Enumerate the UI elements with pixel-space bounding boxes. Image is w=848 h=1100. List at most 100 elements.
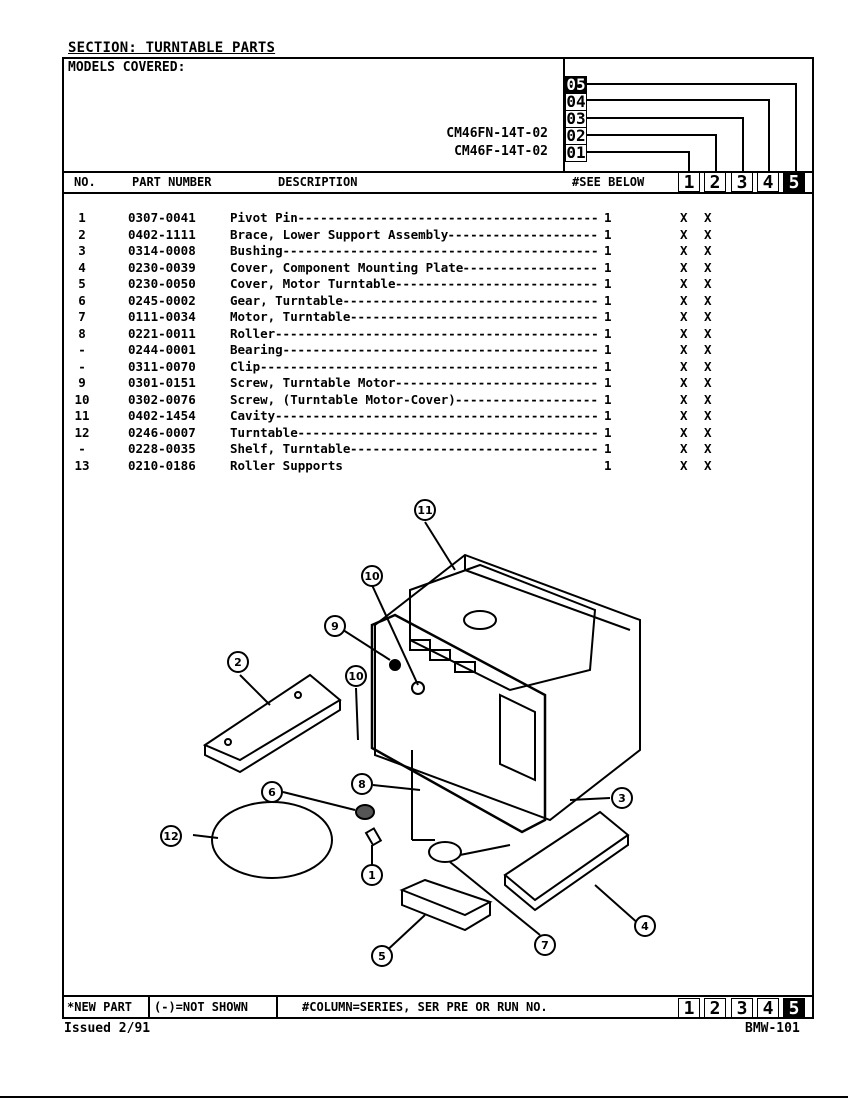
part-qty: 1 <box>604 441 612 456</box>
part-qty: 1 <box>604 226 612 242</box>
bottom-rule <box>0 1096 848 1098</box>
col1-mark: X <box>680 259 688 275</box>
part-qty: 1 <box>604 342 612 357</box>
col1-mark: X <box>680 375 688 390</box>
callout-label: 10 <box>364 570 380 583</box>
part-description: Roller <box>230 325 276 341</box>
col1-mark: X <box>680 342 688 357</box>
col1-mark: X <box>680 408 688 423</box>
callout-12: 12 <box>160 825 182 847</box>
col1-mark: X <box>680 276 688 291</box>
callout-label: 7 <box>541 939 549 952</box>
part-qty: 1 <box>604 408 612 423</box>
part-description: Screw, (Turntable Motor-Cover) <box>230 391 456 407</box>
part-description: Brace, Lower Support Assembly <box>230 226 449 242</box>
part-description: Bearing <box>230 342 283 357</box>
leader-line <box>768 99 770 173</box>
column-box: 1 <box>678 172 700 193</box>
col1-mark: X <box>680 243 688 258</box>
leader-line <box>688 151 690 173</box>
part-qty: 1 <box>604 391 612 407</box>
models-divider <box>62 171 814 173</box>
col2-mark: X <box>704 457 712 473</box>
part-number: 0210-0186 <box>128 457 196 473</box>
part-description: Shelf, Turntable <box>230 441 351 456</box>
col2-mark: X <box>704 391 712 407</box>
col2-mark: X <box>704 292 712 308</box>
col1-mark: X <box>680 358 688 374</box>
part-qty: 1 <box>604 243 612 258</box>
part-qty: 1 <box>604 210 612 225</box>
callout-2: 2 <box>227 651 249 673</box>
model-name: CM46F-14T-02 <box>454 144 548 159</box>
callout-9: 9 <box>324 615 346 637</box>
footer-separator <box>276 997 278 1019</box>
part-no: - <box>78 441 86 456</box>
col1-mark: X <box>680 210 688 225</box>
callout-label: 9 <box>331 620 339 633</box>
footer-column-box: 5 <box>783 998 805 1019</box>
part-number: 0221-0011 <box>128 325 196 341</box>
part-description: Roller Supports <box>230 457 343 473</box>
col1-mark: X <box>680 424 688 440</box>
column-box: 2 <box>704 172 726 193</box>
part-description: Gear, Turntable <box>230 292 343 308</box>
part-no: 7 <box>78 309 86 324</box>
column-box: 5 <box>783 172 805 193</box>
col2-mark: X <box>704 375 712 390</box>
callout-label: 1 <box>368 869 376 882</box>
models-covered-label: MODELS COVERED: <box>68 60 186 75</box>
pivot-pin-shape <box>364 827 383 847</box>
part-number: 0230-0050 <box>128 276 196 291</box>
part-number: 0244-0001 <box>128 342 196 357</box>
callout-label: 3 <box>618 792 626 805</box>
col2-mark: X <box>704 210 712 225</box>
part-qty: 1 <box>604 309 612 324</box>
col2-mark: X <box>704 358 712 374</box>
leader-line <box>587 134 715 136</box>
callout-8: 8 <box>351 773 373 795</box>
footer-column-note: #COLUMN=SERIES, SER PRE OR RUN NO. <box>302 1000 548 1014</box>
leader-dashes: ----------------------------------------… <box>282 243 599 258</box>
col1-mark: X <box>680 325 688 341</box>
models-divider-vertical <box>563 57 565 172</box>
part-description: Cover, Motor Turntable <box>230 276 396 291</box>
issued-date: Issued 2/91 <box>64 1021 151 1036</box>
leader-dashes: ----------------------------------------… <box>275 408 598 423</box>
leader-dashes: ----------------------------------------… <box>455 391 598 407</box>
part-no: 6 <box>78 292 86 308</box>
footer-column-box: 1 <box>678 998 700 1019</box>
footer-separator <box>148 997 150 1019</box>
part-no: 8 <box>78 325 86 341</box>
leader-line <box>715 134 717 173</box>
part-no: 12 <box>74 424 90 440</box>
part-no: 2 <box>78 226 86 242</box>
part-number: 0314-0008 <box>128 243 196 258</box>
leader-line <box>587 83 795 85</box>
col1-mark: X <box>680 309 688 324</box>
leader-dashes: ----------------------------------------… <box>275 325 598 341</box>
callout-label: 12 <box>163 830 178 843</box>
column-box: 4 <box>757 172 779 193</box>
callout-label: 4 <box>641 920 649 933</box>
callout-label: 2 <box>234 656 242 669</box>
callout-10b: 10 <box>345 665 367 687</box>
callout-5: 5 <box>371 945 393 967</box>
part-description: Clip <box>230 358 261 374</box>
gear-shape <box>355 804 375 820</box>
part-description: Cavity <box>230 408 276 423</box>
part-qty: 1 <box>604 276 612 291</box>
part-no: 13 <box>74 457 90 473</box>
col2-mark: X <box>704 276 712 291</box>
leader-dashes: ----------------------------------------… <box>342 292 599 308</box>
footer-new-part: *NEW PART <box>67 1000 133 1014</box>
series-code: 01 <box>565 143 587 162</box>
part-qty: 1 <box>604 457 612 473</box>
leader-dashes: ----------------------------------------… <box>260 358 598 374</box>
